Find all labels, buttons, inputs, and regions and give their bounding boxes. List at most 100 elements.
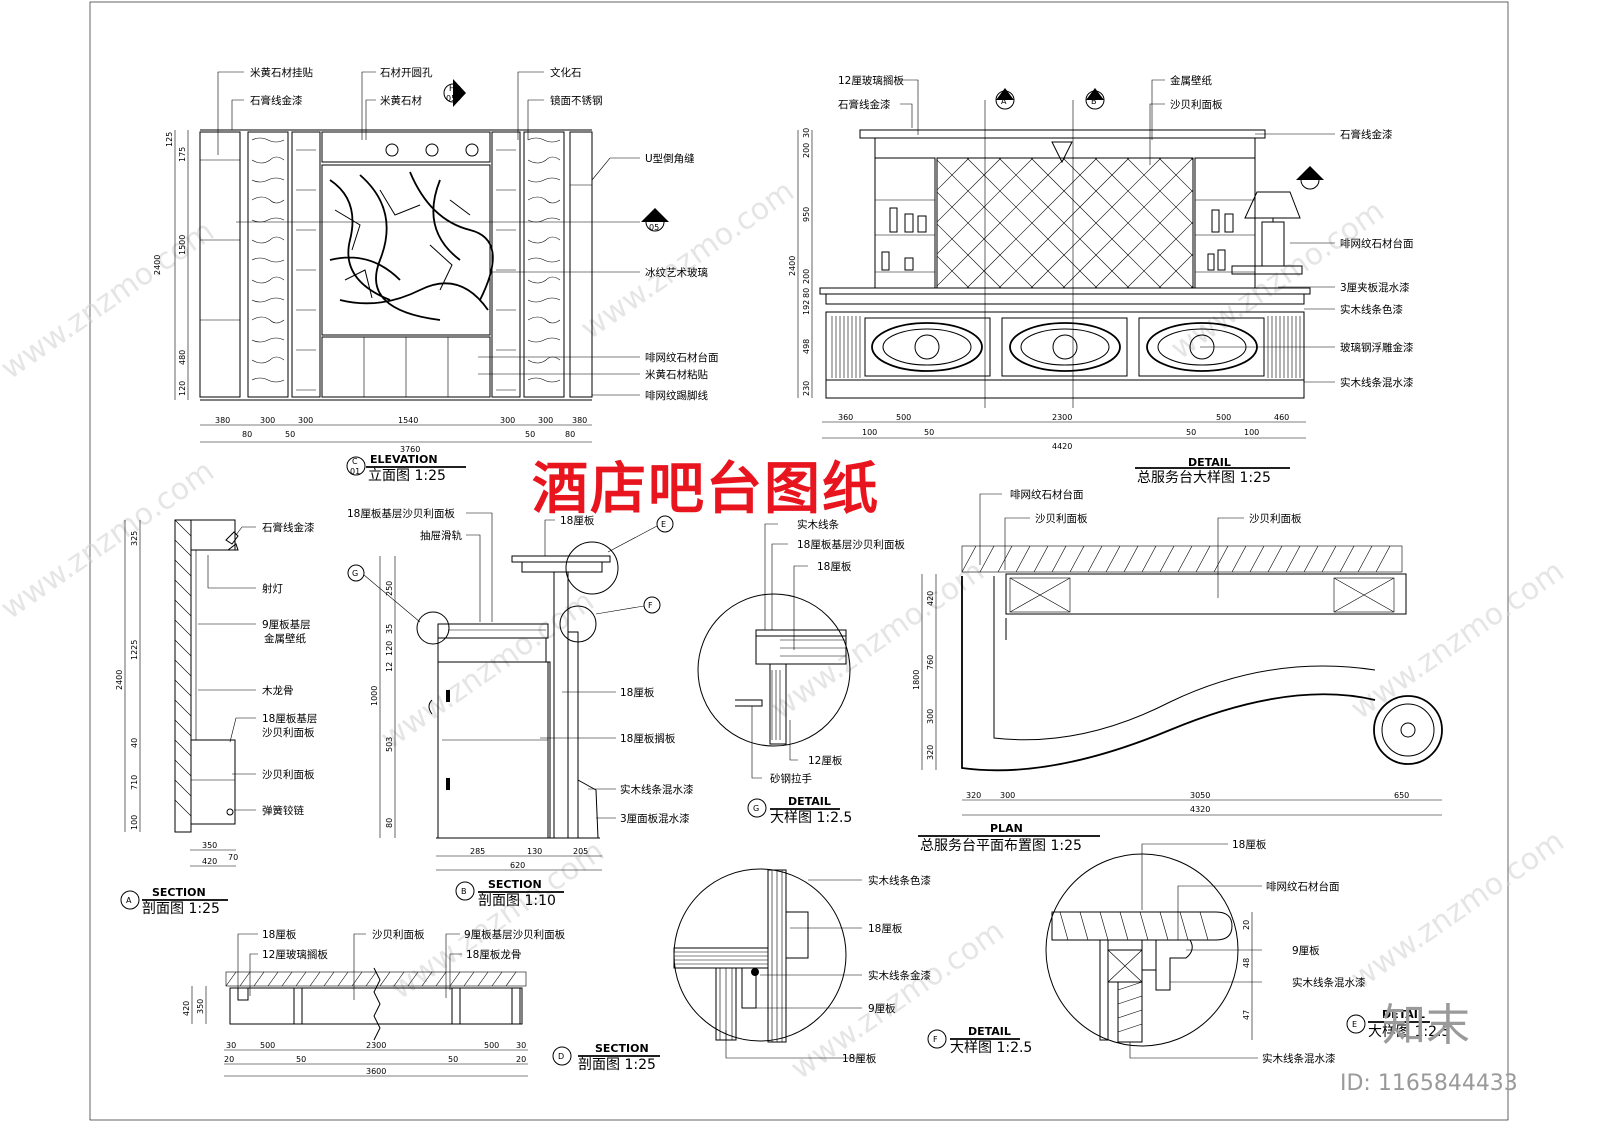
detail-label: 3厘夹板混水漆 [1340,281,1410,294]
svg-text:50: 50 [448,1055,458,1064]
svg-text:1000: 1000 [370,686,379,706]
elev-label: 文化石 [550,66,582,79]
svg-text:285: 285 [470,847,485,856]
watermark-text: www.znzmo.com [1345,554,1571,727]
svg-text:498: 498 [802,339,811,354]
svg-text:300: 300 [500,416,515,425]
section-tag-j: J 05 [641,208,669,232]
section-b-label: 抽屉滑轨 [420,529,462,542]
svg-text:1800: 1800 [912,670,921,690]
svg-text:剖面图 1:10: 剖面图 1:10 [478,893,556,909]
svg-text:SECTION: SECTION [488,878,542,891]
section-a-label: 18厘板基层 [262,712,317,725]
detail-e-label: 啡网纹石材台面 [1266,880,1340,893]
image-id-label: ID: 1165844433 [1340,1071,1518,1096]
section-b-label: 18厘板 [620,686,655,699]
svg-text:503: 503 [385,737,394,752]
detail-g-label: 12厘板 [808,754,843,767]
svg-text:3600: 3600 [366,1067,386,1076]
svg-text:A: A [1001,97,1007,106]
section-a-drawing: 石膏线金漆 射灯 9厘板基层 金属壁纸 木龙骨 18厘板基层 沙贝利面板 沙贝利… [115,519,317,917]
elev-label: 米黄石材粘贴 [645,368,708,381]
svg-text:05: 05 [649,223,659,232]
section-a-label: 木龙骨 [262,684,294,697]
svg-text:480: 480 [178,350,187,365]
section-d-label: 12厘玻璃搁板 [262,948,328,961]
section-d-drawing: 18厘板 12厘玻璃搁板 沙贝利面板 9厘板基层沙贝利面板 18厘板龙骨 420… [182,928,660,1077]
svg-text:80: 80 [565,430,575,439]
svg-text:420: 420 [926,591,935,606]
brand-logo: 知末 [1382,1000,1470,1051]
svg-text:500: 500 [260,1041,275,1050]
svg-text:380: 380 [215,416,230,425]
svg-text:2400: 2400 [153,255,162,275]
section-a-label: 9厘板基层 [262,618,311,631]
watermark-text: www.znzmo.com [785,914,1011,1087]
svg-text:380: 380 [572,416,587,425]
section-a-label: 沙贝利面板 [262,726,315,739]
detail-g-label: 18厘板基层沙贝利面板 [797,538,905,551]
section-d-label: 18厘板 [262,928,297,941]
section-d-title: D SECTION 剖面图 1:25 [552,1042,660,1073]
svg-text:20: 20 [516,1055,526,1064]
watermark-text: www.znzmo.com [1345,824,1571,997]
elev-label: 石膏线金漆 [250,94,303,107]
svg-text:B: B [461,887,467,896]
svg-text:50: 50 [924,428,934,437]
svg-text:500: 500 [1216,413,1231,422]
svg-text:F: F [933,1035,938,1044]
svg-text:2400: 2400 [115,670,124,690]
svg-text:2400: 2400 [788,256,797,276]
svg-text:50: 50 [1186,428,1196,437]
svg-text:剖面图 1:25: 剖面图 1:25 [142,901,220,917]
detail-label: 12厘玻璃搁板 [838,74,904,87]
section-b-drawing: E F G 18厘板基层沙贝利面板 抽屉滑轨 18厘板 18厘板 18厘板搁板 … [347,507,694,909]
svg-text:G: G [352,569,358,578]
svg-text:PLAN: PLAN [990,822,1023,835]
svg-text:80: 80 [242,430,252,439]
plan-label: 沙贝利面板 [1035,512,1088,525]
svg-text:1225: 1225 [130,640,139,660]
svg-text:130: 130 [527,847,542,856]
detail-label: 实木线条色漆 [1340,303,1403,316]
section-a-label: 沙贝利面板 [262,768,315,781]
detail-g-label: 实木线条 [797,518,839,531]
section-tag-a: A [984,88,1015,408]
drawing-title: 酒店吧台图纸 [532,457,880,522]
elev-label: U型倒角缝 [645,152,695,165]
detail-label: 石膏线金漆 [1340,128,1393,141]
svg-text:DETAIL: DETAIL [1188,456,1231,469]
svg-text:710: 710 [130,775,139,790]
svg-text:35: 35 [385,624,394,634]
detail-label: 啡网纹石材台面 [1340,237,1414,250]
svg-text:320: 320 [966,791,981,800]
elevation-drawing: H 05 J 05 米黄石材挂贴 石膏线金漆 石材开圆孔 米黄石材 文化石 镜面… [153,66,719,484]
svg-text:3050: 3050 [1190,791,1210,800]
detail-main-drawing: A B D 12厘玻璃搁板 石膏线金漆 [788,74,1414,486]
plan-title: PLAN 总服务台平面布置图 1:25 [918,822,1100,854]
watermark-text: www.znzmo.com [385,834,611,1007]
svg-text:20: 20 [1242,920,1251,930]
svg-text:300: 300 [260,416,275,425]
detail-e-title: E DETAIL 大样图 1:2.5 [1346,1008,1450,1040]
elev-label: 米黄石材挂贴 [250,66,313,79]
svg-text:350: 350 [202,841,217,850]
svg-text:20: 20 [224,1055,234,1064]
detail-e-label: 实木线条混水漆 [1262,1052,1336,1065]
svg-text:01: 01 [350,467,360,476]
svg-text:325: 325 [130,531,139,546]
svg-text:12: 12 [385,662,394,672]
section-a-label: 石膏线金漆 [262,521,315,534]
svg-text:420: 420 [182,1001,191,1016]
svg-text:总服务台大样图 1:25: 总服务台大样图 1:25 [1137,470,1271,486]
detail-f-label: 实木线条色漆 [868,874,931,887]
detail-g-title: G DETAIL 大样图 1:2.5 [747,795,852,826]
detail-f-label: 18厘板 [868,922,903,935]
section-d-label: 沙贝利面板 [372,928,425,941]
detail-e-label: 18厘板 [1232,838,1267,851]
svg-text:4320: 4320 [1190,805,1210,814]
section-b-label: 18厘板 [560,514,595,527]
svg-text:47: 47 [1242,1010,1251,1020]
section-tag-d: D [1296,166,1324,190]
plan-label: 啡网纹石材台面 [1010,488,1084,501]
